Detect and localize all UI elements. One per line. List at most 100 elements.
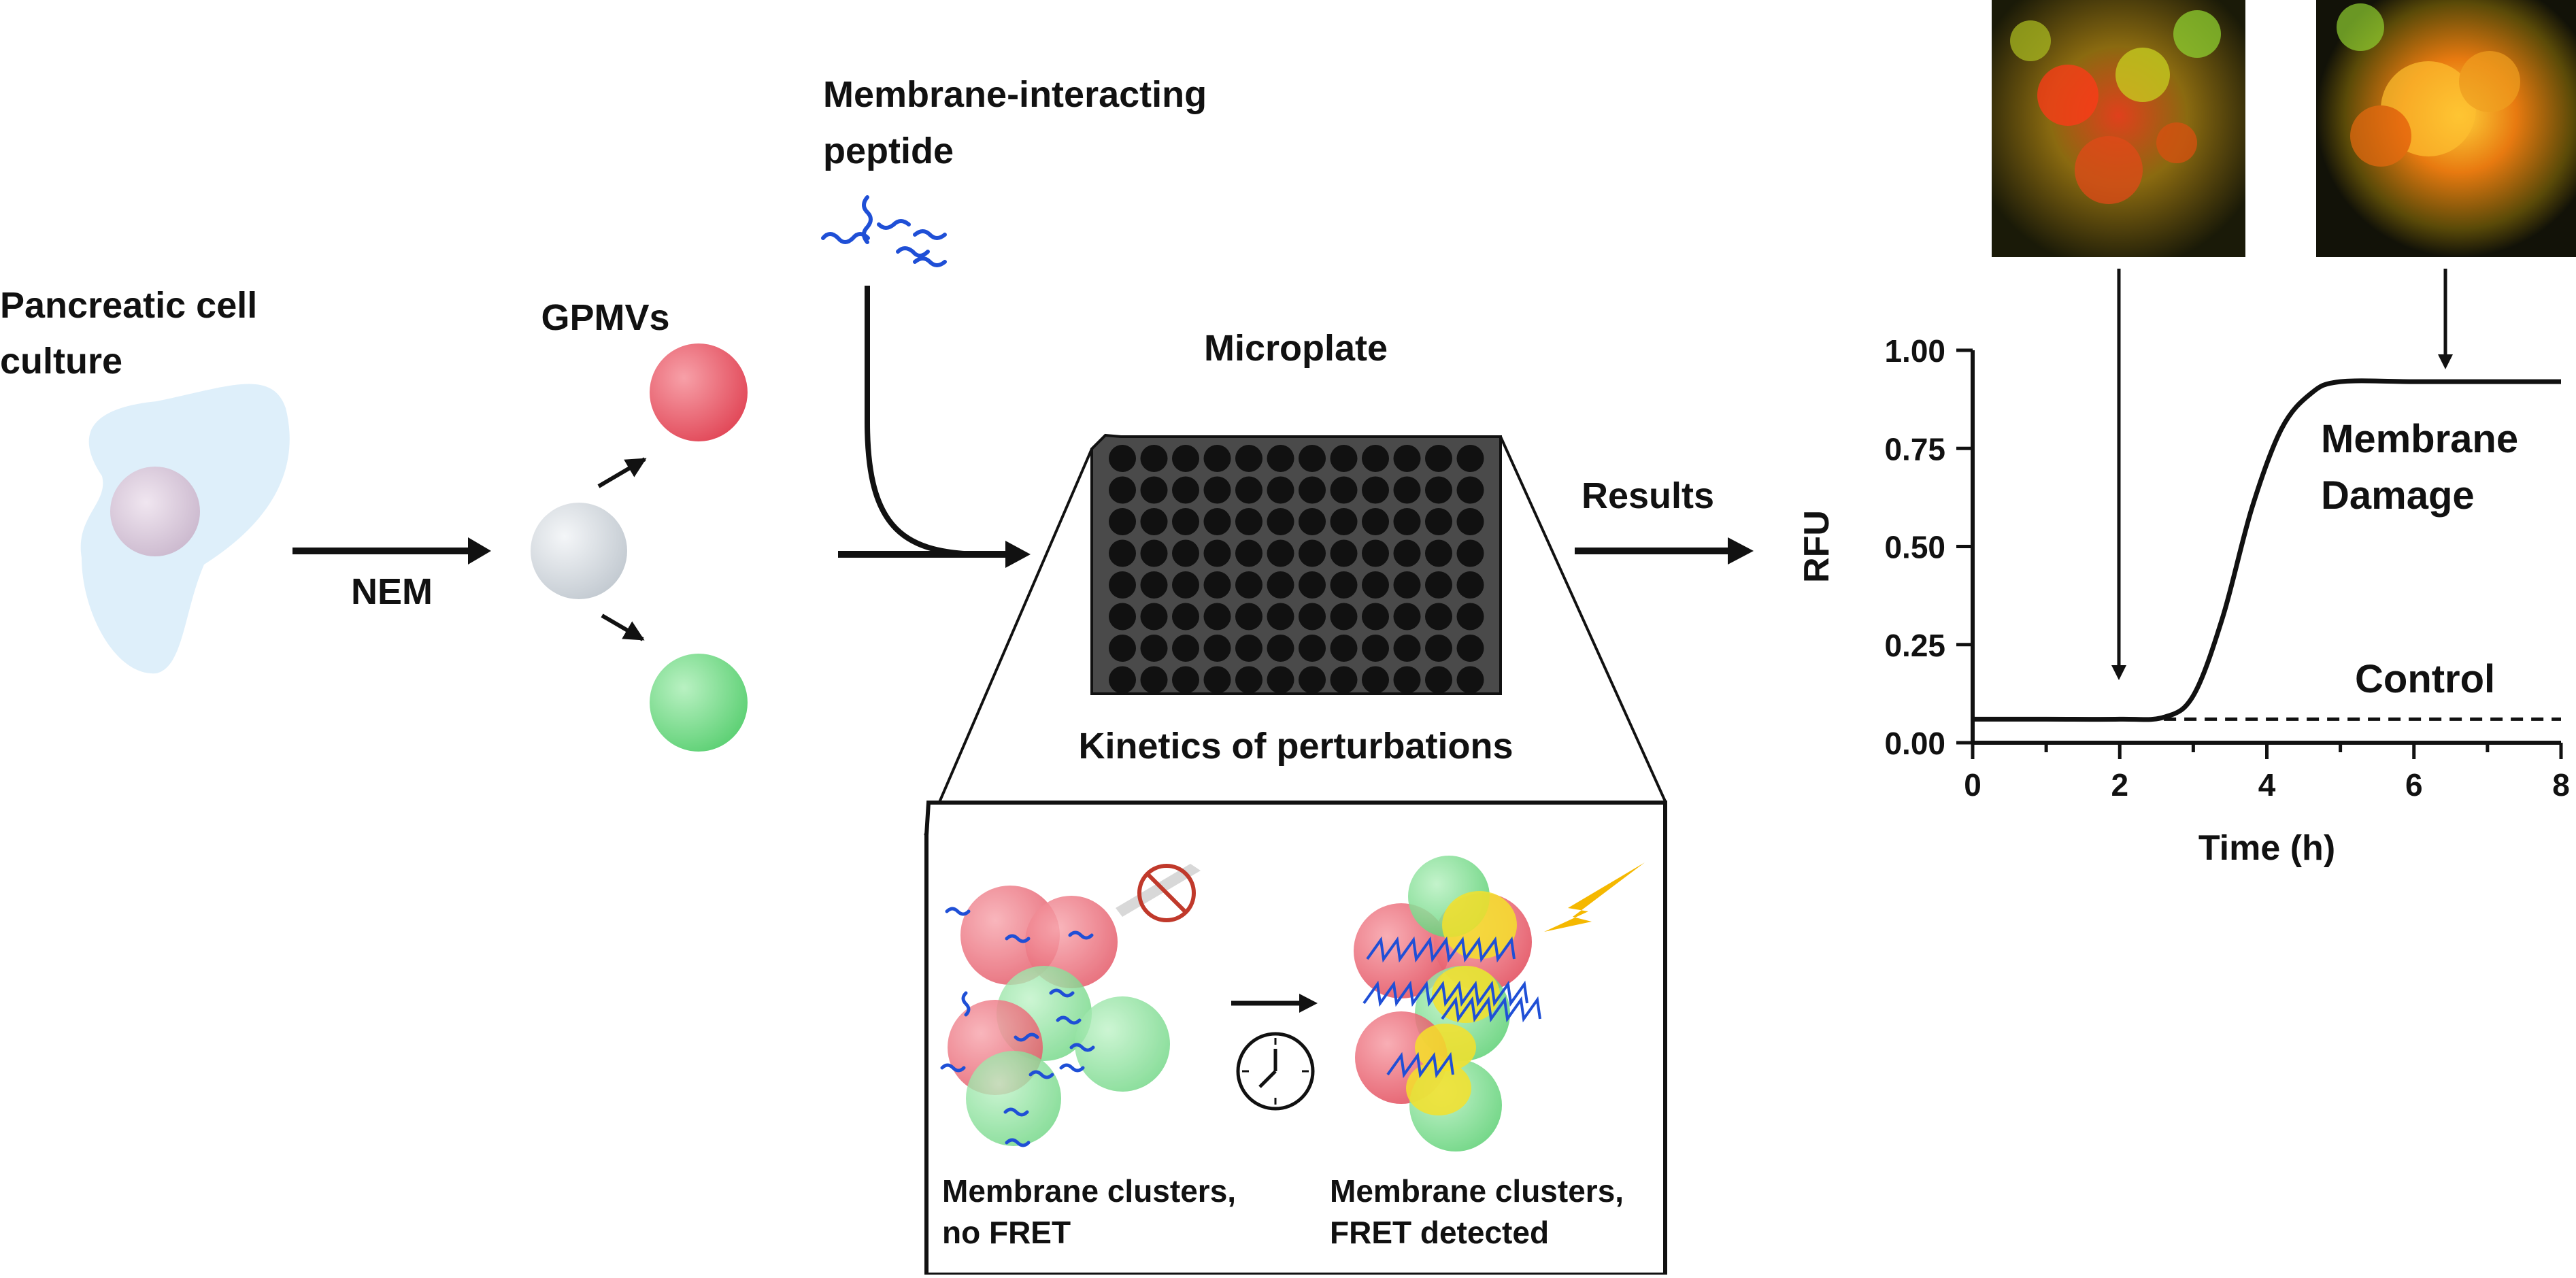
microplate-well: [1267, 539, 1294, 567]
microplate-well: [1362, 666, 1389, 694]
microplate-well: [1140, 571, 1168, 599]
microplate-well: [1362, 508, 1389, 535]
micrograph-early-pointer-head-icon: [2111, 665, 2126, 680]
kinetics-label: Kinetics of perturbations: [1078, 726, 1513, 767]
microplate-well: [1393, 571, 1421, 599]
microplate-wells: [1109, 445, 1484, 694]
results-label: Results: [1582, 475, 1714, 516]
microplate-well: [1235, 635, 1262, 662]
no-fret-cluster: [948, 886, 1170, 1146]
membrane-damage-label-line1: Membrane: [2321, 417, 2518, 461]
y-tick-label: 1.00: [1884, 333, 1945, 369]
peptide-delivery-curve: [865, 286, 1014, 557]
nem-arrow-group: NEM: [292, 537, 491, 612]
microplate-well: [1140, 603, 1168, 630]
microplate-well: [1235, 476, 1262, 504]
microplate-well: [1267, 603, 1294, 630]
no-signal-icon: [1116, 864, 1201, 922]
microplate-well: [1299, 539, 1326, 567]
x-tick-label: 2: [2111, 767, 2128, 803]
no-fret-caption-line2: no FRET: [942, 1215, 1071, 1250]
cell-culture-label-line1: Pancreatic cell: [0, 285, 257, 326]
fret-inset-panel: Membrane clusters, no FRET Membrane clus…: [924, 801, 1667, 1277]
helical-peptides-icon: [1362, 936, 1541, 1079]
microplate-well: [1172, 445, 1199, 472]
no-fret-caption-line1: Membrane clusters,: [942, 1173, 1236, 1209]
peptide-label-line2: peptide: [823, 131, 954, 171]
microplate-well: [1362, 571, 1389, 599]
y-tick-label: 0.25: [1884, 628, 1945, 663]
microplate-well: [1330, 476, 1358, 504]
microplate-well: [1330, 603, 1358, 630]
microplate-well: [1393, 445, 1421, 472]
zoom-line-left: [924, 448, 1093, 836]
control-label: Control: [2355, 657, 2495, 701]
fret-caption-line2: FRET detected: [1330, 1215, 1549, 1250]
plate-arrowhead-icon: [1005, 541, 1031, 568]
microplate-well: [1330, 539, 1358, 567]
microplate-well: [1456, 571, 1484, 599]
microplate-well: [1299, 666, 1326, 694]
microplate-well: [1235, 508, 1262, 535]
cell-culture-label-line2: culture: [0, 341, 122, 382]
microplate-well: [1235, 666, 1262, 694]
microplate-well: [1362, 445, 1389, 472]
microplate-well: [1109, 666, 1136, 694]
microplate-well: [1172, 508, 1199, 535]
microplate-well: [1425, 445, 1452, 472]
microplate-well: [1330, 571, 1358, 599]
microplate-well: [1203, 476, 1231, 504]
x-tick-label: 8: [2552, 767, 2570, 803]
microplate-well: [1203, 635, 1231, 662]
x-tick-label: 6: [2405, 767, 2423, 803]
microplate-well: [1362, 539, 1389, 567]
microplate-well: [1235, 571, 1262, 599]
microplate-well: [1109, 603, 1136, 630]
lightning-icon: [1544, 862, 1645, 932]
microplate-well: [1140, 666, 1168, 694]
microplate-well: [1267, 445, 1294, 472]
microplate-well: [1172, 635, 1199, 662]
microplate-group: Microplate Kinetics of perturbations: [924, 328, 1667, 836]
gpmv-red-vesicle: [650, 343, 748, 441]
nem-label: NEM: [351, 571, 433, 612]
microplate-well: [1362, 603, 1389, 630]
microplate-well: [1456, 666, 1484, 694]
microplate-well: [1330, 445, 1358, 472]
y-tick-label: 0.50: [1884, 530, 1945, 565]
fret-caption-line1: Membrane clusters,: [1330, 1173, 1624, 1209]
peptide-squiggles-icon: [821, 195, 947, 267]
microplate-well: [1330, 635, 1358, 662]
cell-nucleus-icon: [110, 467, 200, 556]
gpmvs-group: GPMVs: [531, 297, 748, 752]
microplate-well: [1109, 445, 1136, 472]
microplate-well: [1393, 666, 1421, 694]
y-tick-label: 0.75: [1884, 431, 1945, 467]
cell-culture-group: Pancreatic cell culture: [0, 285, 290, 674]
gpmv-split-arrow-down: [601, 613, 645, 641]
microplate-well: [1109, 635, 1136, 662]
microplate-well: [1456, 445, 1484, 472]
microplate-well: [1425, 508, 1452, 535]
microplate-well: [1362, 635, 1389, 662]
microplate-well: [1172, 666, 1199, 694]
gpmv-split-arrow-up: [597, 457, 647, 488]
series-line-membrane-damage: [1972, 378, 2561, 722]
microplate-well: [1203, 445, 1231, 472]
microplate-well: [1425, 666, 1452, 694]
microplate-well: [1425, 476, 1452, 504]
microplate-well: [1456, 539, 1484, 567]
microplate-well: [1425, 539, 1452, 567]
microplate-label: Microplate: [1204, 328, 1388, 369]
microplate-well: [1109, 476, 1136, 504]
micrographs-group: [1992, 0, 2576, 680]
micrograph-late-texture: [2337, 3, 2520, 167]
microplate-well: [1267, 571, 1294, 599]
microplate-well: [1393, 476, 1421, 504]
microplate-well: [1203, 603, 1231, 630]
microplate-well: [1456, 508, 1484, 535]
microplate-well: [1425, 635, 1452, 662]
